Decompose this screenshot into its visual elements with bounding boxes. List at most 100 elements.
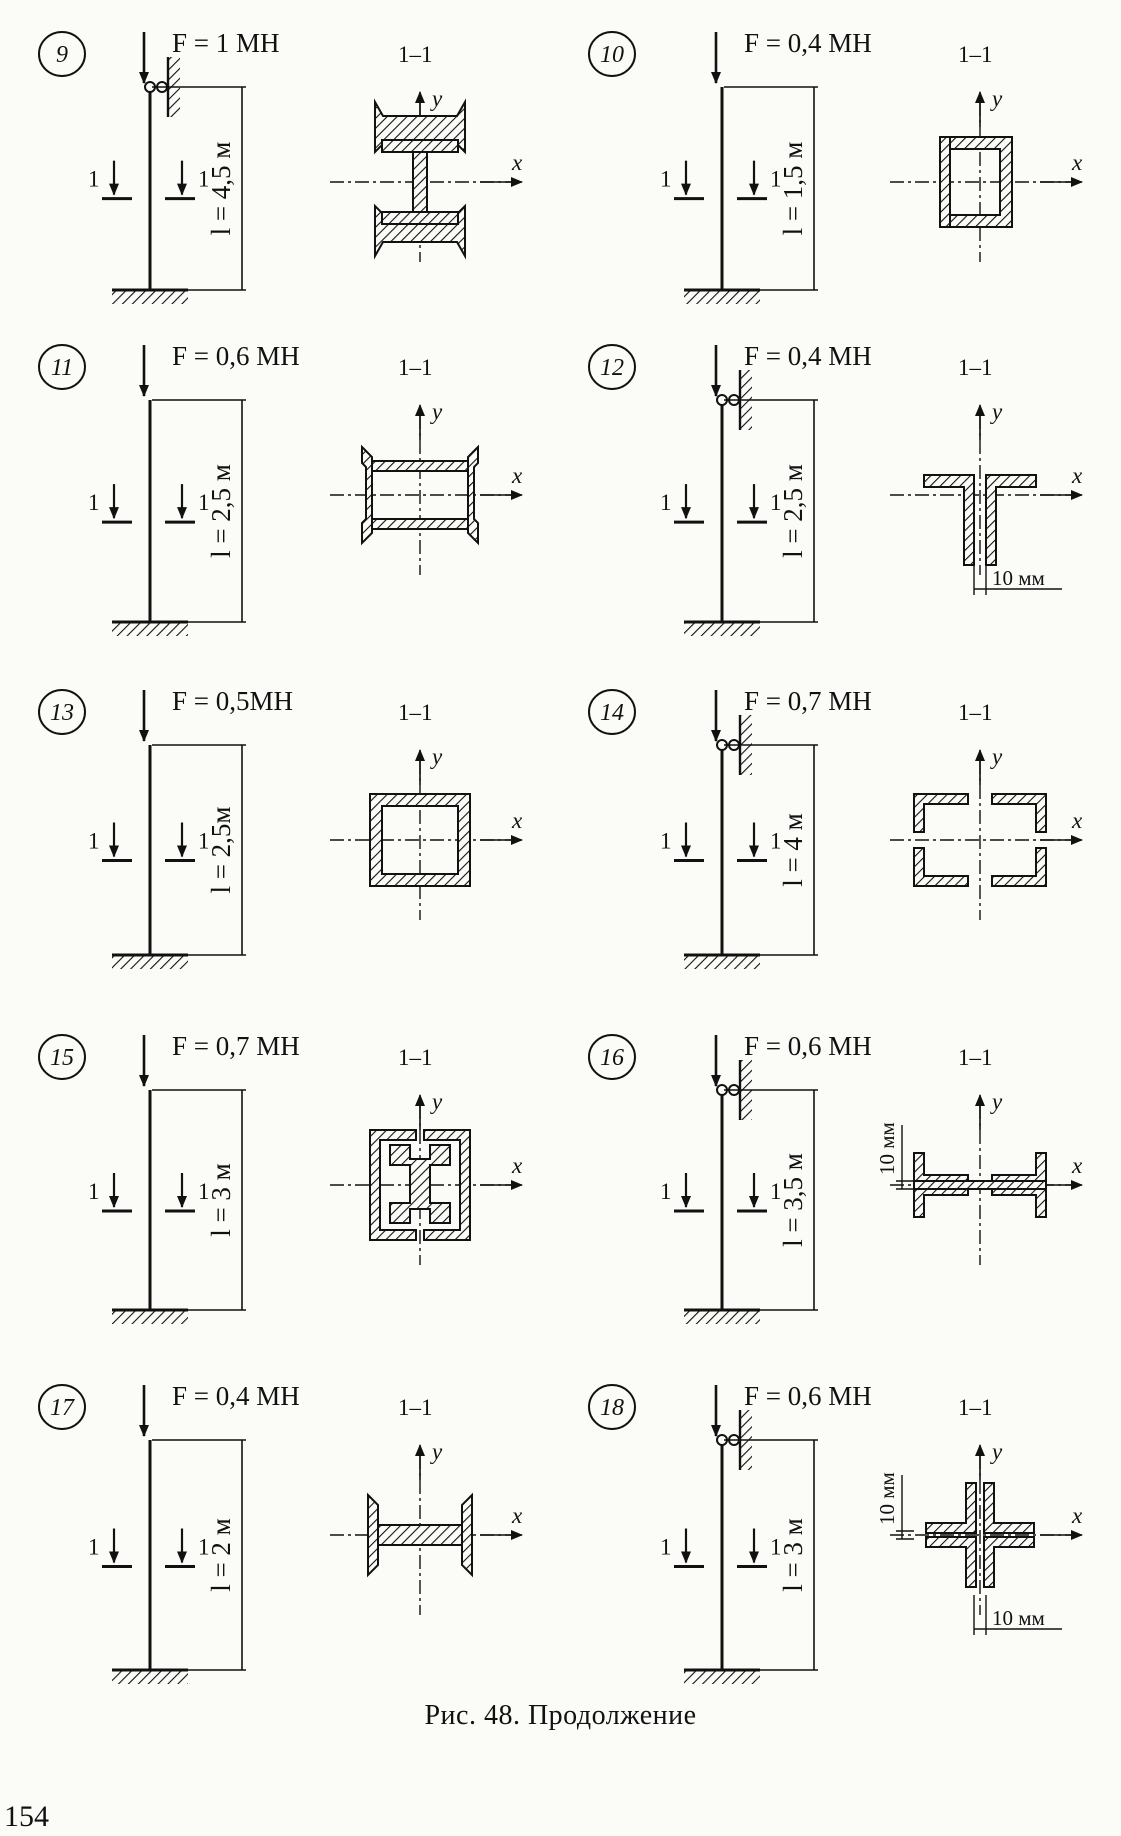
section-title: 1–1: [398, 700, 433, 725]
y-axis-label: y: [990, 744, 1003, 769]
y-axis-label: y: [990, 1439, 1003, 1464]
dimension-label: 10 мм: [992, 566, 1045, 590]
section-title: 1–1: [958, 1395, 993, 1420]
problem-number: 14: [600, 700, 624, 726]
angle-br: [991, 847, 1047, 887]
problem-number-circle: [38, 1034, 86, 1080]
force-label: F = 1 MH: [172, 28, 280, 58]
problem-number: 17: [50, 1395, 75, 1421]
web: [377, 1524, 463, 1546]
y-axis-label: y: [990, 399, 1003, 424]
ground-hatch: [112, 1670, 188, 1684]
plate: [913, 1180, 1047, 1190]
section-title: 1–1: [398, 355, 433, 380]
y-axis-label: y: [430, 1089, 443, 1114]
angle-bl: [913, 847, 969, 887]
x-axis-label: x: [1071, 1153, 1083, 1178]
section-mark-number: 1: [198, 829, 210, 854]
section-mark-number: 1: [770, 167, 782, 192]
x-axis-label: x: [1071, 150, 1083, 175]
section-mark-number: 1: [198, 490, 210, 515]
problem-number-circle: [588, 31, 636, 77]
plate-section: [939, 136, 951, 228]
upper-plate: [381, 139, 459, 153]
section-mark-number: 1: [88, 490, 100, 515]
angle-bl: [925, 1536, 977, 1588]
section-mark-number: 1: [770, 1179, 782, 1204]
x-axis-label: x: [511, 463, 523, 488]
force-label: F = 0,7 MH: [744, 686, 872, 716]
y-axis-label: y: [990, 86, 1003, 111]
section-mark-number: 1: [770, 829, 782, 854]
force-label: F = 0,7 MH: [172, 1031, 300, 1061]
section-mark-number: 1: [88, 167, 100, 192]
force-label: F = 0,4 MH: [744, 341, 872, 371]
cross-section-ibeam: [367, 1492, 473, 1578]
angle-tr: [991, 793, 1047, 833]
ground-hatch: [684, 955, 760, 969]
right-flange: [467, 444, 479, 546]
problem-number-circle: [38, 689, 86, 735]
x-axis-label: x: [511, 808, 523, 833]
section-mark-number: 1: [770, 1535, 782, 1560]
problem-number: 13: [50, 700, 74, 726]
ground-hatch: [112, 290, 188, 304]
section-title: 1–1: [958, 355, 993, 380]
left-flange: [361, 444, 373, 546]
cross-section-channel-plate: [939, 136, 1013, 228]
box-section: [369, 793, 471, 887]
page-number: 154: [4, 1800, 49, 1833]
ibeam: [389, 1144, 451, 1224]
ground-hatch: [684, 290, 760, 304]
section-title: 1–1: [398, 1395, 433, 1420]
problem-number-circle: [38, 344, 86, 390]
section-mark-number: 1: [88, 829, 100, 854]
section-mark-number: 1: [660, 1535, 672, 1560]
length-label: l = 4,5 м: [206, 142, 236, 236]
length-label: l = 3 м: [778, 1518, 808, 1592]
x-axis-label: x: [1071, 1503, 1083, 1528]
cross-section-four-angles-cross: [925, 1482, 1035, 1588]
length-label: l = 3 м: [206, 1163, 236, 1237]
force-label: F = 0,6 MH: [172, 341, 300, 371]
length-label: l = 1,5 м: [778, 142, 808, 236]
cross-section-two-angles-tee: [923, 474, 1037, 566]
length-label: l = 3,5 м: [778, 1153, 808, 1247]
y-axis-label: y: [430, 86, 443, 111]
y-axis-label: y: [430, 399, 443, 424]
problem-number: 9: [56, 42, 68, 68]
problem-number-circle: [38, 31, 86, 77]
problem-number: 12: [600, 355, 624, 381]
problem-number-circle: [588, 689, 636, 735]
section-mark-number: 1: [198, 1179, 210, 1204]
figure-caption: Рис. 48. Продолжение: [424, 1700, 697, 1731]
left-channel: [369, 1129, 417, 1241]
dimension-label: 10 мм: [875, 1122, 899, 1175]
section-title: 1–1: [958, 1045, 993, 1070]
ground-hatch: [112, 1310, 188, 1324]
y-axis-label: y: [430, 744, 443, 769]
section-mark-number: 1: [770, 490, 782, 515]
y-axis-label: y: [430, 1439, 443, 1464]
dimension-label: 10 мм: [875, 1472, 899, 1525]
section-title: 1–1: [398, 42, 433, 67]
section-mark-number: 1: [88, 1535, 100, 1560]
lower-plate: [381, 211, 459, 225]
angle-tr: [983, 1482, 1035, 1534]
section-mark-number: 1: [660, 829, 672, 854]
angle-br: [983, 1536, 1035, 1588]
x-axis-label: x: [511, 150, 523, 175]
section-title: 1–1: [398, 1045, 433, 1070]
problem-number-circle: [588, 1384, 636, 1430]
problem-number-circle: [588, 344, 636, 390]
left-angle: [923, 474, 975, 566]
x-axis-label: x: [1071, 808, 1083, 833]
section-mark-number: 1: [660, 490, 672, 515]
cross-section-four-angles-plate: [913, 1152, 1047, 1218]
problem-number-circle: [588, 1034, 636, 1080]
